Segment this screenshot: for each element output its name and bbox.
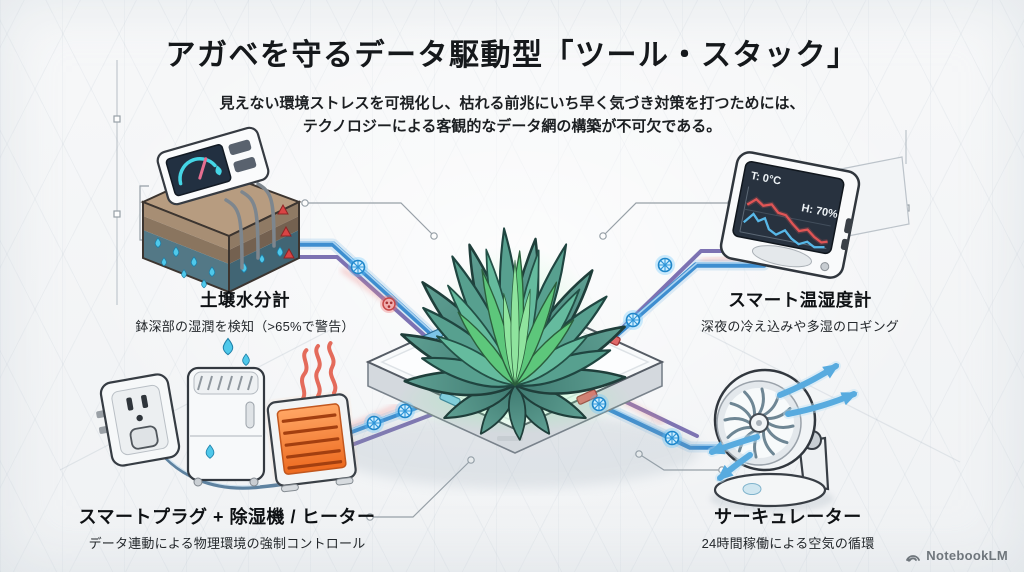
watermark-text: NotebookLM xyxy=(926,548,1008,563)
hygrometer-illustration: T: 0°C H: 70% xyxy=(719,151,861,279)
agave-plant xyxy=(395,226,633,442)
circulator-desc: 24時間稼働による空気の循環 xyxy=(701,536,875,551)
subtitle-line-1: 見えない環境ストレスを可視化し、枯れる前兆にいち早く気づき対策を打つためには、 xyxy=(219,95,805,112)
sensor-probes xyxy=(224,182,276,270)
sensor-node-icon xyxy=(661,427,683,449)
page-subtitle: 見えない環境ストレスを可視化し、枯れる前兆にいち早く気づき対策を打つためには、 … xyxy=(132,92,892,139)
subtitle-line-2: テクノロジーによる客観的なデータ網の構築が不可欠である。 xyxy=(302,118,722,136)
hygrometer-title: スマート温湿度計 xyxy=(728,290,872,310)
soil-sensor-device xyxy=(156,126,270,206)
hygrometer-label: スマート温湿度計 深夜の冷え込みや多湿のロギング xyxy=(701,287,899,335)
soil-sensor-label: 土壌水分計 鉢深部の湿潤を検知（>65%で警告） xyxy=(135,287,354,335)
soil-sensor-desc: 鉢深部の湿潤を検知（>65%で警告） xyxy=(135,319,355,334)
gauge-needle-icon xyxy=(198,157,208,180)
sensor-node-icon xyxy=(654,254,676,276)
cable-soil-to-hub xyxy=(284,238,438,346)
actuators-label: スマートプラグ + 除湿機 / ヒーター データ連動による物理環境の強制コントロ… xyxy=(79,503,376,552)
smart-plug-device xyxy=(96,373,181,467)
watermark: NotebookLM xyxy=(905,548,1008,563)
soil-sensor-title: 土壌水分計 xyxy=(200,290,290,310)
dehumidifier-device xyxy=(186,337,266,487)
alert-node-icon xyxy=(379,294,399,314)
circulator-title: サーキュレーター xyxy=(714,507,862,527)
soil-sensor-illustration xyxy=(140,126,302,294)
circulator-illustration xyxy=(707,361,859,512)
heat-wave-icon xyxy=(298,348,311,403)
temperature-trend-line xyxy=(746,197,828,244)
sensor-node-icon xyxy=(363,412,385,434)
sensor-node-icon xyxy=(347,256,369,278)
sensor-node-icon xyxy=(394,400,416,422)
actuators-illustration xyxy=(96,337,357,493)
plug-icon xyxy=(129,425,159,450)
heat-wave-icon xyxy=(326,341,338,396)
fan-power-button xyxy=(742,483,762,495)
gauge-arc-icon xyxy=(178,157,217,186)
warning-triangle-icons xyxy=(277,203,295,259)
airflow-arrows xyxy=(707,361,859,483)
droplet-icon xyxy=(242,353,250,366)
page-title: アガベを守るデータ駆動型「ツール・スタック」 xyxy=(165,39,859,72)
notebooklm-logo-icon xyxy=(906,554,921,562)
sensor-node-icon xyxy=(588,393,610,415)
sensor-node-icon xyxy=(622,309,644,331)
circulator-label: サーキュレーター 24時間稼働による空気の循環 xyxy=(702,503,875,552)
hygrometer-temp-reading: T: 0°C xyxy=(750,170,782,188)
actuators-desc: データ連動による物理環境の強制コントロール xyxy=(88,536,366,551)
heater-device xyxy=(266,341,357,493)
droplet-icon xyxy=(222,337,234,356)
humidity-trend-line xyxy=(743,212,825,249)
heat-wave-icon xyxy=(314,344,322,398)
actuators-title: スマートプラグ + 除湿機 / ヒーター xyxy=(78,507,376,527)
hygrometer-desc: 深夜の冷え込みや多湿のロギング xyxy=(700,319,900,334)
